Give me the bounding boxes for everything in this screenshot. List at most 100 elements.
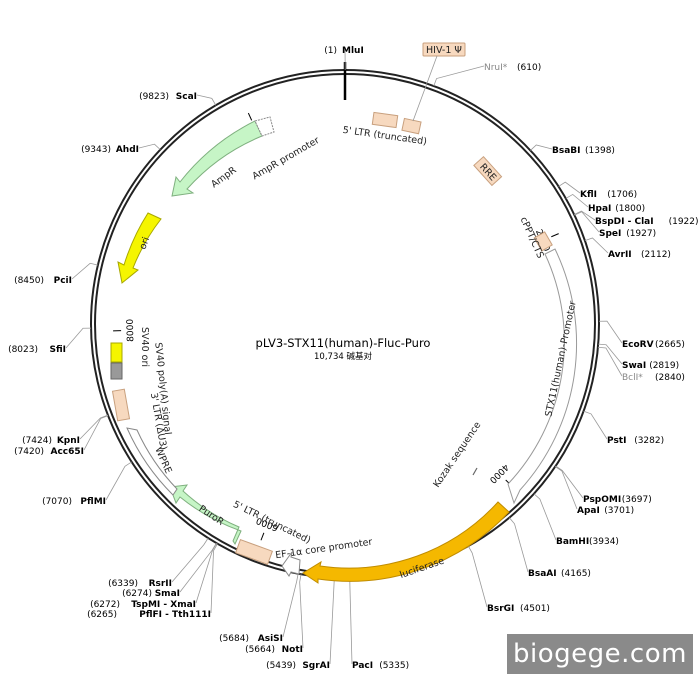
site-leader-line bbox=[282, 573, 299, 638]
site-label: PspOMI(3697) bbox=[583, 495, 652, 505]
feature-stx11-promoter: STX11(human)-Promoter bbox=[507, 248, 579, 505]
site-leader-line bbox=[171, 537, 209, 583]
site-leader-line bbox=[574, 211, 600, 233]
site-label: SfiI(8023) bbox=[8, 345, 66, 355]
site-name: KflI bbox=[580, 190, 597, 200]
site-position: (8450) bbox=[14, 276, 44, 286]
site-position: (5684) bbox=[219, 634, 249, 644]
site-leader-line bbox=[349, 577, 353, 665]
site-name: AvrII bbox=[608, 250, 632, 260]
site-name: AsiSI bbox=[258, 634, 283, 644]
site-label: (1)MluI bbox=[324, 46, 364, 56]
site-position: (2112) bbox=[641, 250, 671, 260]
site-leader-line bbox=[598, 320, 623, 344]
site-label: BsrGI(4501) bbox=[487, 604, 550, 614]
site-name: BspDI - ClaI bbox=[595, 217, 654, 227]
feature-ampr-label: AmpR bbox=[209, 165, 239, 191]
site-position: (6272) bbox=[90, 600, 120, 610]
feature-kozak: Kozak sequence bbox=[431, 420, 483, 490]
site-name: PflFI - Tth111I bbox=[139, 610, 211, 620]
site-label: BamHI(3934) bbox=[556, 537, 619, 547]
site-position: (9343) bbox=[81, 145, 111, 155]
site-label: SwaI(2819) bbox=[622, 361, 679, 371]
site-leader-line bbox=[65, 327, 92, 349]
site-label: SgrAI(5439) bbox=[266, 661, 330, 671]
site-leader-line bbox=[574, 210, 596, 221]
site-label: NruI*(610) bbox=[484, 63, 541, 73]
site-name: HpaI bbox=[588, 204, 611, 214]
feature-5ltr-top-box-b bbox=[401, 117, 422, 135]
feature-sv40-ori: SV40 ori bbox=[110, 327, 150, 367]
backbone-inner bbox=[94, 73, 596, 575]
site-position: (6265) bbox=[87, 610, 117, 620]
site-name: NruI* bbox=[484, 63, 508, 73]
site-label: BsaAI(4165) bbox=[528, 569, 591, 579]
site-leader-line bbox=[433, 65, 485, 87]
site-position: (7070) bbox=[42, 497, 72, 507]
site-label: EcoRV(2665) bbox=[622, 340, 685, 350]
site-label: KpnI(7424) bbox=[22, 436, 80, 446]
site-leader-line bbox=[565, 193, 589, 208]
site-name: RsrII bbox=[149, 579, 172, 589]
feature-sv40-ori-label: SV40 ori bbox=[139, 327, 150, 367]
site-label: AvrII (2112) bbox=[608, 250, 671, 260]
site-leader-line bbox=[509, 517, 529, 573]
site-leader-line bbox=[179, 542, 217, 593]
feature-5ltr-bottom-box bbox=[234, 538, 274, 566]
site-leader-line bbox=[533, 493, 557, 541]
site-name: SpeI bbox=[599, 229, 621, 239]
tick-mark bbox=[260, 532, 265, 541]
site-position: (2840) bbox=[655, 373, 685, 383]
site-position: (9823) bbox=[139, 92, 169, 102]
site-name: EcoRV bbox=[622, 340, 654, 350]
site-position: (6274) bbox=[122, 589, 152, 599]
site-leader-line bbox=[71, 262, 99, 280]
site-label: KflI(1706) bbox=[580, 190, 637, 200]
feature-ampr-promoter-box bbox=[254, 116, 275, 137]
feature-5ltr-bottom-label: 5' LTR (truncated) bbox=[231, 499, 312, 546]
site-label: ScaI(9823) bbox=[139, 92, 197, 102]
feature-hiv1-psi-box bbox=[422, 42, 466, 57]
site-leader-line bbox=[299, 574, 304, 649]
site-label: BclI* (2840) bbox=[622, 373, 685, 383]
site-label: SpeI (1927) bbox=[599, 229, 656, 239]
site-name: TspMI - XmaI bbox=[131, 600, 196, 610]
site-position: (2665) bbox=[655, 340, 685, 350]
site-position: (4501) bbox=[520, 604, 550, 614]
feature-puror-arrow bbox=[169, 484, 242, 546]
site-name: BamHI bbox=[556, 537, 589, 547]
site-name: AhdI bbox=[116, 145, 139, 155]
site-label: ApaI(3701) bbox=[577, 506, 634, 516]
site-position: (7424) bbox=[22, 436, 52, 446]
feature-cppt-box bbox=[533, 231, 553, 252]
site-position: (1800) bbox=[615, 204, 645, 214]
feature-hiv1-psi-leader bbox=[412, 55, 438, 122]
site-name: Acc65I bbox=[50, 447, 84, 457]
tick-mark bbox=[247, 112, 253, 121]
site-name: BsaBI bbox=[552, 146, 581, 156]
feature-rre: RRE bbox=[473, 155, 503, 187]
watermark: biogege.com bbox=[507, 634, 693, 674]
feature-5ltr-top-box-a bbox=[371, 111, 399, 129]
site-label: AsiSI (5684) bbox=[219, 634, 283, 644]
site-leader-line bbox=[138, 143, 161, 150]
site-position: (2819) bbox=[649, 361, 679, 371]
site-leader-line bbox=[530, 144, 553, 151]
site-position: (1398) bbox=[585, 146, 615, 156]
site-leader-line bbox=[210, 543, 218, 614]
feature-stx11-promoter-arrow bbox=[507, 248, 578, 505]
feature-puror-label: PuroR bbox=[197, 503, 226, 528]
site-name: NotI bbox=[282, 645, 303, 655]
plasmid-length: 10,734 碱基对 bbox=[314, 351, 372, 362]
tick-label: 8000 bbox=[126, 318, 137, 341]
site-name: SwaI bbox=[622, 361, 646, 371]
site-position: (1927) bbox=[626, 229, 656, 239]
feature-ori: ori bbox=[117, 212, 162, 284]
site-name: PspOMI bbox=[583, 495, 621, 505]
site-name: BclI* bbox=[622, 373, 643, 383]
site-position: (6339) bbox=[108, 579, 138, 589]
site-name: PciI bbox=[54, 276, 72, 286]
site-position: (4165) bbox=[561, 569, 591, 579]
site-leader-line bbox=[583, 410, 608, 440]
